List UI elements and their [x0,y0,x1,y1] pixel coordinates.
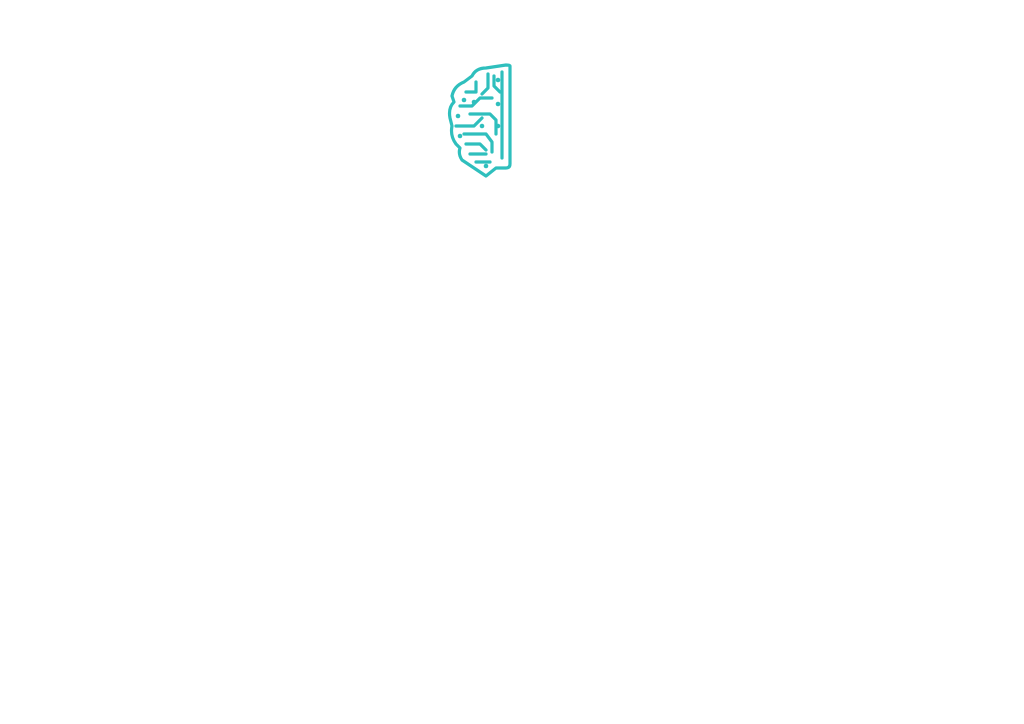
circuit-brain-icon [447,63,512,178]
brand-logo [446,62,518,178]
